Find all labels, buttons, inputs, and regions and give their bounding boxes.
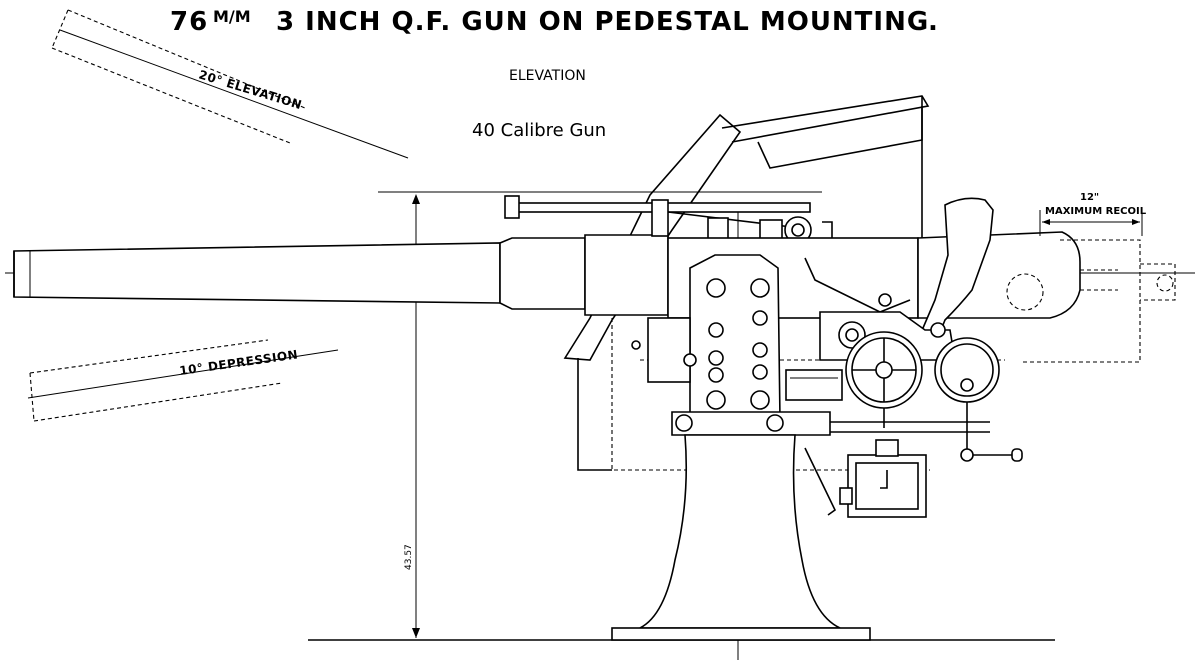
training-handwheel (845, 331, 923, 428)
elevation-angle-label: 20° ELEVATION (197, 67, 304, 112)
height-dimension-value: 43.57 (404, 544, 414, 570)
drawing-title: 3 INCH Q.F. GUN ON PEDESTAL MOUNTING (276, 7, 929, 37)
drawing-title-period: . (928, 7, 939, 37)
depression-ghost-barrel (27, 339, 339, 422)
elevation-lever (804, 447, 837, 516)
recoil-label: MAXIMUM RECOIL (1045, 206, 1147, 217)
pedestal (611, 434, 871, 641)
breech (917, 197, 1118, 347)
training-gear-box (830, 421, 990, 518)
drawing-title-prefix: 76 (170, 7, 208, 37)
caliber-label: 40 Calibre Gun (472, 120, 606, 141)
recoil-value: 12" (1080, 192, 1099, 203)
elevating-handwheel (934, 337, 1023, 462)
depression-angle-label: 10° DEPRESSION (178, 347, 299, 378)
recoil-outline (1020, 210, 1176, 363)
drawing-title-unit: M/M (213, 7, 251, 26)
gun-barrel (13, 234, 669, 316)
view-label: ELEVATION (509, 68, 586, 84)
elevation-ghost-barrel (51, 9, 409, 159)
carriage-bracket (631, 254, 831, 436)
